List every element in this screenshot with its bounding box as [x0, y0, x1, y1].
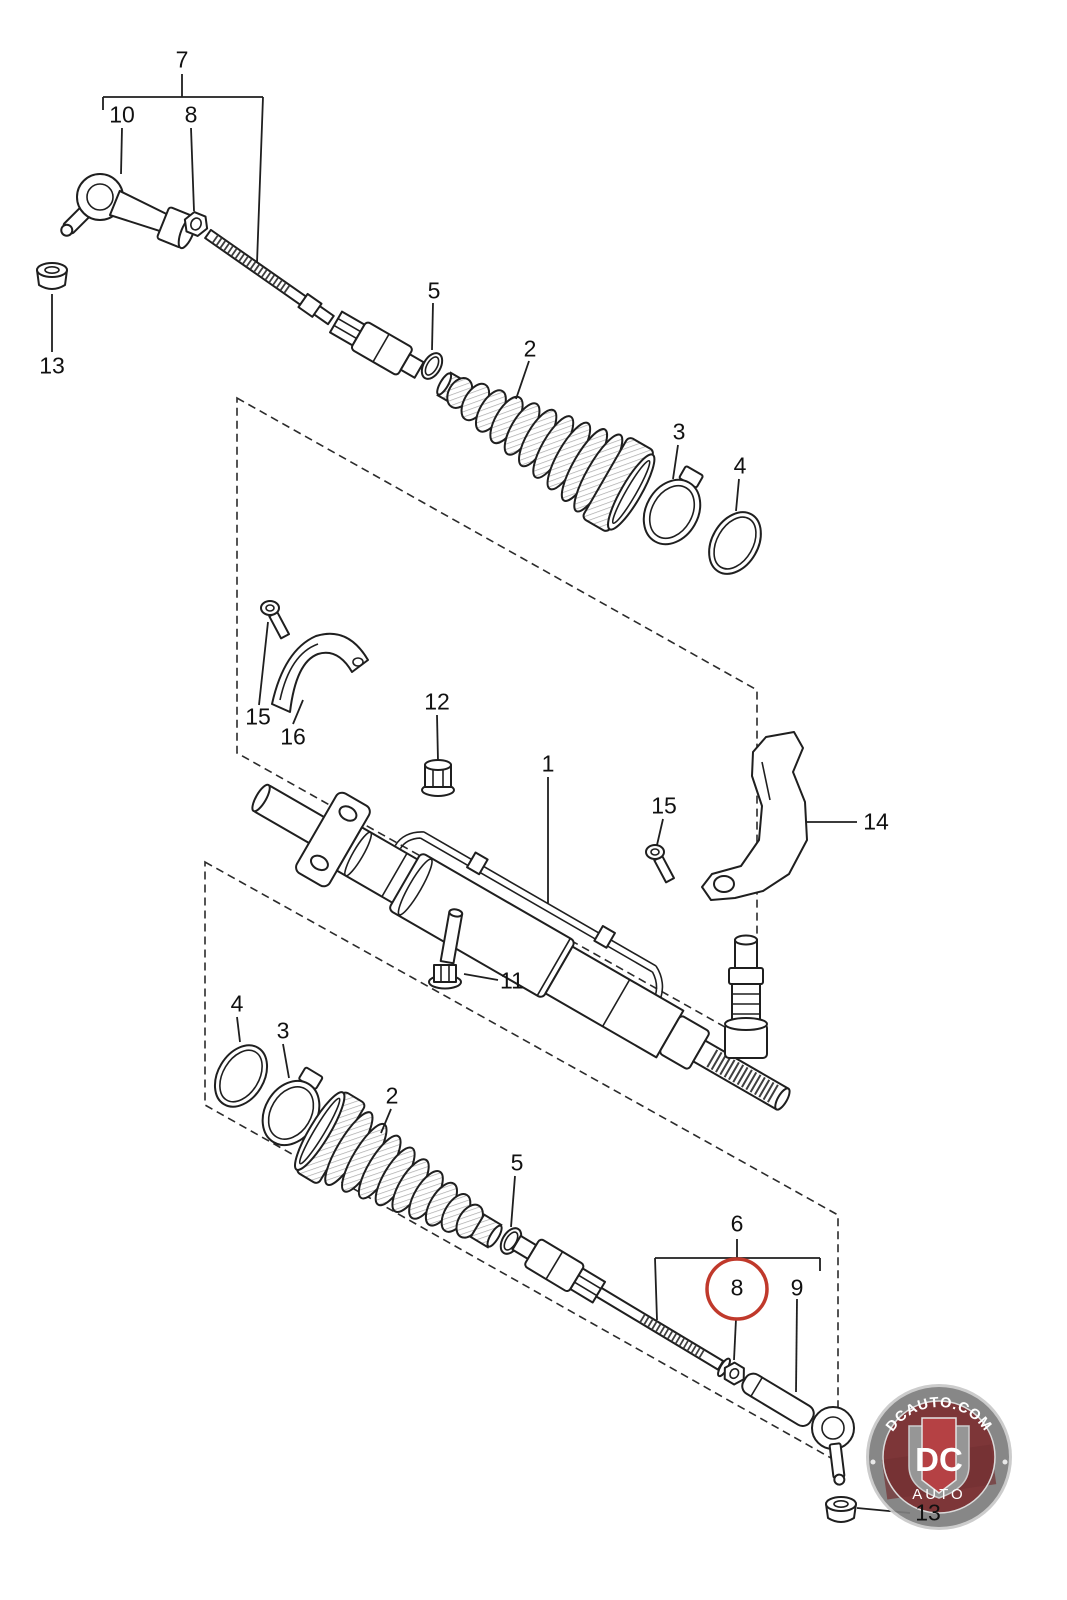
leader-lines [51, 74, 911, 1514]
boot-2-lower [294, 1091, 503, 1249]
tie-rod-lower [511, 1234, 815, 1427]
callout-3-lower: 3 [276, 1017, 290, 1044]
tie-rod-end-lower [811, 1406, 855, 1486]
callout-10: 10 [109, 101, 135, 128]
clamp-ring-5-upper [420, 352, 444, 380]
callout-15-left: 15 [245, 703, 271, 730]
bracket-14 [701, 731, 808, 901]
group-outline-lower [204, 860, 839, 1464]
callout-5-upper: 5 [427, 277, 441, 304]
clamp-half-16 [271, 632, 369, 713]
callout-4-lower: 4 [230, 990, 244, 1017]
callout-8-lower: 8 [730, 1274, 744, 1301]
callout-2-lower: 2 [385, 1082, 399, 1109]
oring-4-upper [708, 511, 762, 575]
callout-13-lower: 13 [915, 1499, 941, 1526]
screw-15-left [260, 600, 290, 640]
callout-6: 6 [730, 1210, 744, 1237]
highlight-circle [705, 1257, 769, 1321]
bolt-11 [428, 908, 464, 990]
callout-14: 14 [863, 808, 889, 835]
valve-housing [724, 934, 768, 1059]
callout-5-lower: 5 [510, 1149, 524, 1176]
callout-2-upper: 2 [523, 335, 537, 362]
callout-16: 16 [280, 723, 306, 750]
clamp-3-upper [642, 465, 704, 546]
cap-13-lower [825, 1496, 857, 1523]
callout-3-upper: 3 [672, 418, 686, 445]
callout-1: 1 [541, 750, 555, 777]
nut-8-upper [183, 211, 209, 237]
callout-8-upper: 8 [184, 101, 198, 128]
nut-8-lower [723, 1361, 745, 1386]
clamp-3-lower [261, 1066, 324, 1147]
tie-rod-end-upper [60, 173, 197, 250]
cap-13-upper [36, 262, 68, 290]
callout-9: 9 [790, 1274, 804, 1301]
callout-12: 12 [424, 688, 450, 715]
callout-7: 7 [175, 46, 189, 73]
flange-nut-12 [421, 759, 455, 797]
callout-11: 11 [500, 967, 524, 994]
inner-ball-joint-upper [329, 310, 425, 379]
callout-15-right: 15 [651, 792, 677, 819]
tie-rod-9-body [741, 1372, 815, 1427]
boot-2-upper [436, 371, 656, 532]
screw-15-right [645, 844, 675, 884]
callout-13-upper: 13 [39, 352, 65, 379]
callout-4-upper: 4 [733, 452, 747, 479]
tie-rod-shaft-upper [204, 228, 335, 326]
oring-4-lower [213, 1044, 269, 1108]
